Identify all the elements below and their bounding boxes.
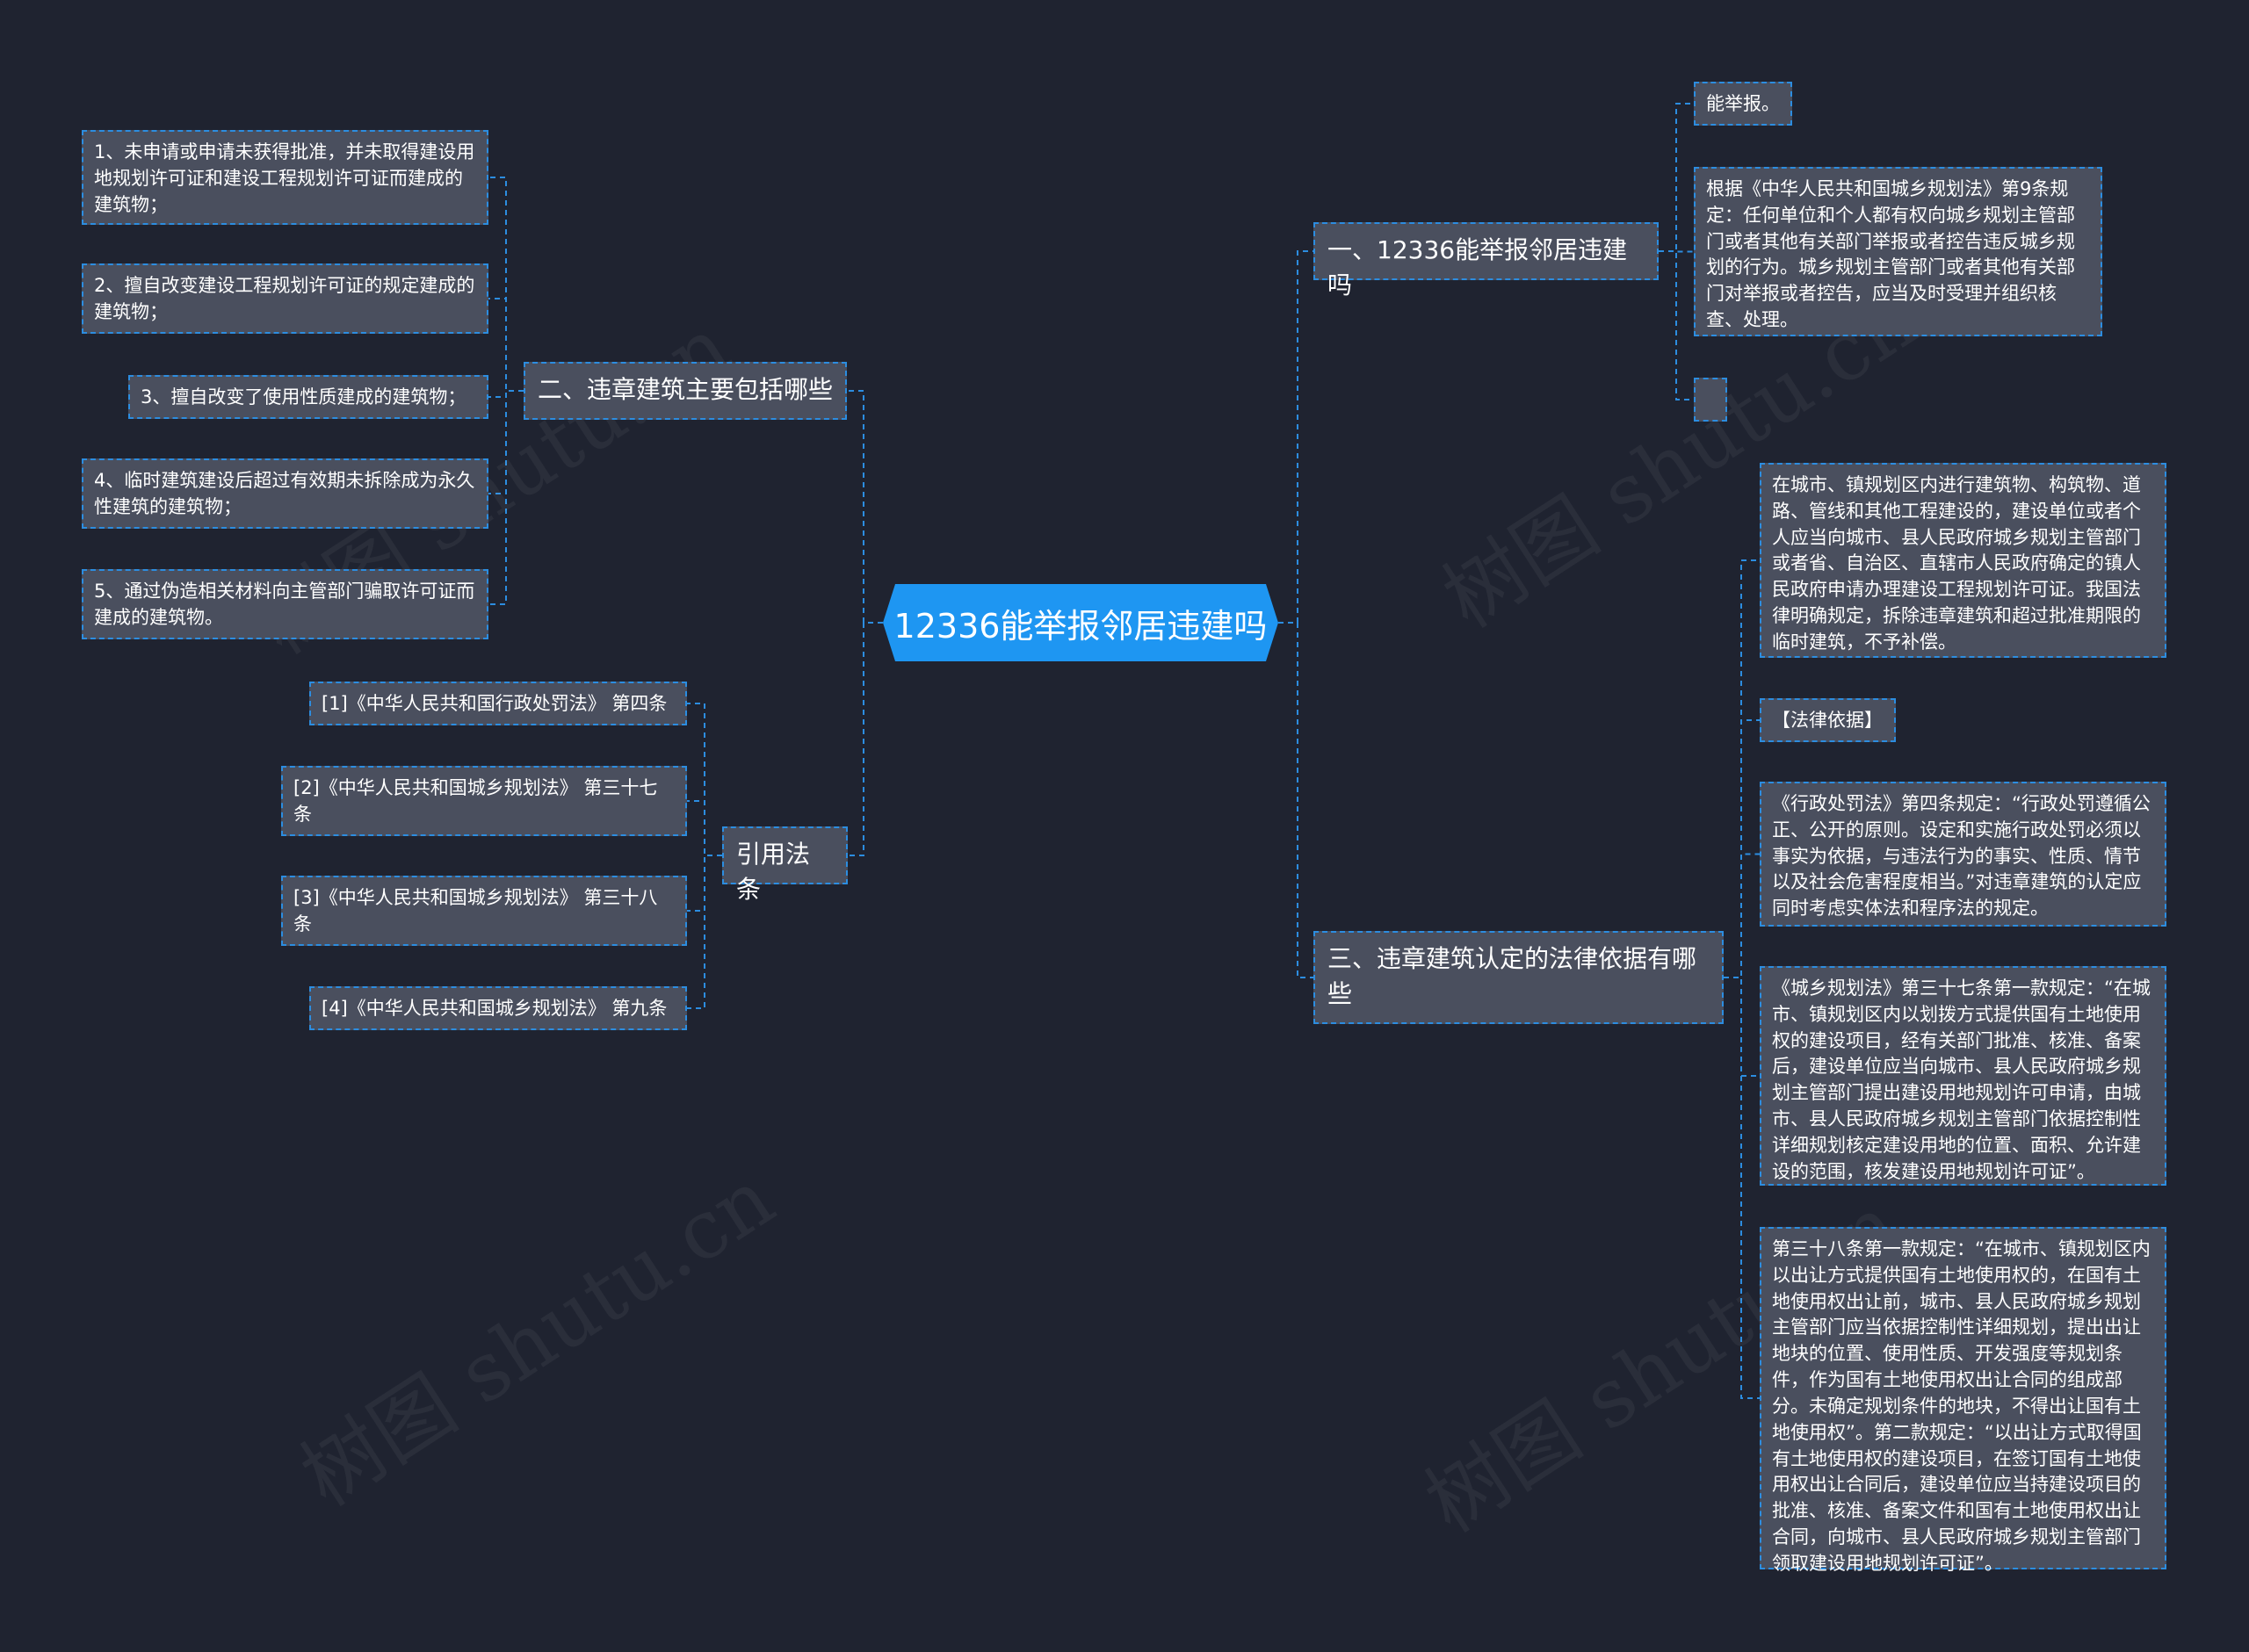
connector-line: [1278, 622, 1313, 978]
leaf-type-1[interactable]: 1、未申请或申请未获得批准，并未取得建设用地规划许可证和建设工程规划许可证而建成…: [82, 130, 488, 225]
leaf-type-4[interactable]: 4、临时建筑建设后超过有效期未拆除成为永久性建筑的建筑物；: [82, 458, 488, 529]
connector-line: [1724, 977, 1760, 1399]
connector-line: [687, 855, 722, 1009]
connector-line: [1659, 103, 1694, 252]
connector-line: [488, 390, 524, 605]
leaf-cited-law-1[interactable]: [1]《中华人民共和国行政处罚法》 第四条: [309, 682, 687, 725]
connector-line: [687, 800, 722, 856]
connector-line: [847, 390, 883, 624]
branch-can-report[interactable]: 一、12336能举报邻居违建吗: [1313, 222, 1659, 299]
connector-line: [848, 622, 883, 856]
root-topic[interactable]: 12336能举报邻居违建吗: [883, 584, 1278, 661]
leaf-can-report-answer[interactable]: 能举报。: [1694, 82, 1792, 126]
branch-illegal-building-types[interactable]: 二、违章建筑主要包括哪些: [524, 362, 847, 420]
leaf-planning-law-article-9[interactable]: 根据《中华人民共和国城乡规划法》第9条规定：任何单位和个人都有权向城乡规划主管部…: [1694, 167, 2102, 336]
leaf-cited-law-3[interactable]: [3]《中华人民共和国城乡规划法》 第三十八条: [281, 876, 687, 946]
leaf-empty[interactable]: [1694, 378, 1727, 422]
connector-line: [687, 703, 722, 856]
leaf-cited-law-4[interactable]: [4]《中华人民共和国城乡规划法》 第九条: [309, 986, 687, 1030]
branch-cited-laws[interactable]: 引用法条: [722, 826, 848, 904]
leaf-cited-law-2[interactable]: [2]《中华人民共和国城乡规划法》 第三十七条: [281, 766, 687, 836]
connector-line: [687, 855, 722, 912]
leaf-type-2[interactable]: 2、擅自改变建设工程规划许可证的规定建成的建筑物；: [82, 263, 488, 334]
connector-line: [1659, 250, 1694, 400]
leaf-planning-permit-requirement[interactable]: 在城市、镇规划区内进行建筑物、构筑物、道路、管线和其他工程建设的，建设单位或者个…: [1760, 463, 2166, 658]
branch-legal-basis[interactable]: 三、违章建筑认定的法律依据有哪些: [1313, 931, 1724, 1024]
connector-line: [1724, 853, 1760, 978]
connector-line: [1724, 719, 1760, 978]
connector-line: [488, 298, 524, 392]
leaf-admin-penalty-law-article-4[interactable]: 《行政处罚法》第四条规定：“行政处罚遵循公正、公开的原则。设定和实施行政处罚必须…: [1760, 782, 2166, 927]
leaf-type-3[interactable]: 3、擅自改变了使用性质建成的建筑物；: [128, 375, 488, 419]
leaf-legal-basis-heading[interactable]: 【法律依据】: [1760, 698, 1896, 742]
leaf-planning-law-article-37[interactable]: 《城乡规划法》第三十七条第一款规定：“在城市、镇规划区内以划拨方式提供国有土地使…: [1760, 966, 2166, 1186]
leaf-planning-law-article-38[interactable]: 第三十八条第一款规定：“在城市、镇规划区内以出让方式提供国有土地使用权的，在国有…: [1760, 1227, 2166, 1574]
connector-line: [1278, 250, 1313, 624]
leaf-type-5[interactable]: 5、通过伪造相关材料向主管部门骗取许可证而建成的建筑物。: [82, 569, 488, 639]
